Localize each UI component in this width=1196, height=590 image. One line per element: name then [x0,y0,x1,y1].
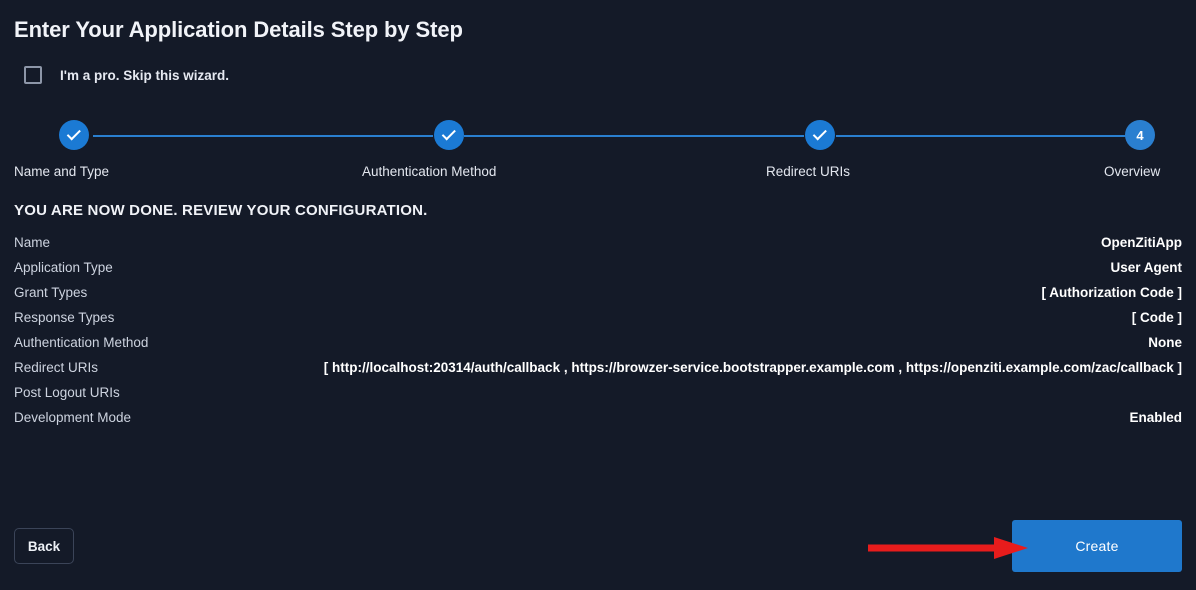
step-node-1[interactable] [59,120,89,150]
review-key: Response Types [14,310,115,325]
step-label-name-and-type: Name and Type [14,164,110,179]
review-key: Redirect URIs [14,360,99,375]
review-row-application-type: Application Type User Agent [14,260,1182,285]
stepper-connector-1 [93,134,433,137]
review-row-grant-types: Grant Types [ Authorization Code ] [14,285,1182,310]
stepper-connector-3 [836,134,1126,137]
review-key: Application Type [14,260,113,275]
review-value: Enabled [1129,410,1182,425]
step-node-3[interactable] [805,120,835,150]
stepper-track: 4 Name and Type Authentication Method Re… [14,120,1182,179]
review-key: Authentication Method [14,335,149,350]
review-key: Grant Types [14,285,88,300]
check-icon [441,125,456,140]
review-value: [ Authorization Code ] [1041,285,1182,300]
page-title: Enter Your Application Details Step by S… [14,17,463,42]
step-node-4[interactable]: 4 [1125,120,1155,150]
wizard-footer: Back Create [14,520,1182,572]
step-node-2[interactable] [434,120,464,150]
review-row-post-logout-uris: Post Logout URIs [14,385,1182,410]
skip-wizard-checkbox[interactable] [24,66,42,84]
review-row-response-types: Response Types [ Code ] [14,310,1182,335]
step-label-authentication-method: Authentication Method [362,164,497,179]
check-icon [66,125,81,140]
review-value: [ Code ] [1131,310,1182,325]
review-key: Name [14,235,51,250]
review-list: Name OpenZitiApp Application Type User A… [14,235,1182,435]
skip-wizard-row: I'm a pro. Skip this wizard. [14,64,1182,86]
review-value: OpenZitiApp [1101,235,1182,250]
step-label-redirect-uris: Redirect URIs [766,164,851,179]
stepper-connector-2 [464,134,804,137]
review-row-name: Name OpenZitiApp [14,235,1182,260]
back-button[interactable]: Back [14,528,74,564]
review-row-authentication-method: Authentication Method None [14,335,1182,360]
review-value: [ http://localhost:20314/auth/callback ,… [323,360,1182,375]
review-value: User Agent [1110,260,1182,275]
check-icon [812,125,827,140]
review-key: Development Mode [14,410,132,425]
wizard-stepper: 4 Name and Type Authentication Method Re… [14,120,1182,186]
create-button[interactable]: Create [1012,520,1182,572]
step-label-overview: Overview [1104,164,1161,179]
review-heading: YOU ARE NOW DONE. REVIEW YOUR CONFIGURAT… [14,202,428,219]
step-number: 4 [1136,127,1144,143]
review-key: Post Logout URIs [14,385,120,400]
review-row-redirect-uris: Redirect URIs [ http://localhost:20314/a… [14,360,1182,385]
skip-wizard-label[interactable]: I'm a pro. Skip this wizard. [60,67,229,83]
review-row-development-mode: Development Mode Enabled [14,410,1182,435]
review-value: None [1148,335,1182,350]
